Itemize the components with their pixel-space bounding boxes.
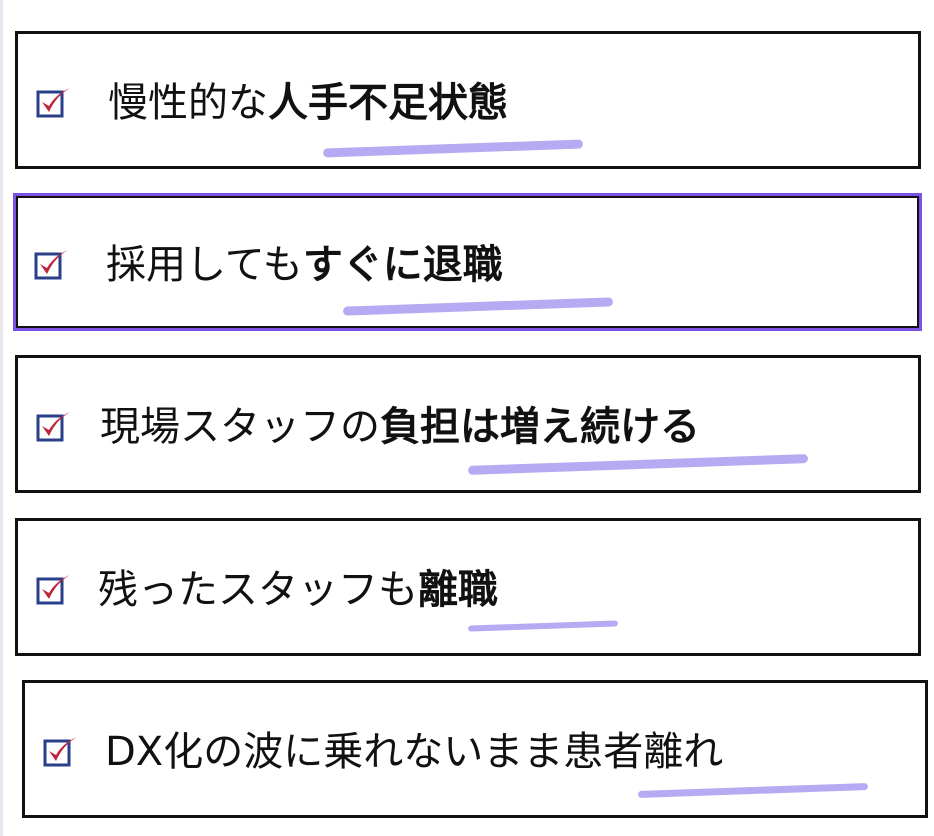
item-text: 慢性的な人手不足状態 bbox=[108, 80, 508, 126]
checklist-item-5[interactable]: DX化の波に乗れないまま患者離れ bbox=[22, 680, 928, 818]
highlight-underline bbox=[322, 139, 584, 158]
checklist-item-2[interactable]: 採用してもすぐに退職 bbox=[13, 193, 922, 331]
highlight-underline bbox=[467, 454, 809, 475]
checkbox-checked-icon bbox=[34, 250, 68, 280]
highlight-underline bbox=[637, 782, 869, 799]
checkbox-checked-icon bbox=[43, 737, 77, 767]
checklist-item-4[interactable]: 残ったスタッフも離職 bbox=[15, 518, 921, 656]
item-text: 採用してもすぐに退職 bbox=[106, 242, 503, 288]
checkbox-checked-icon bbox=[36, 88, 70, 118]
item-text: DX化の波に乗れないまま患者離れ bbox=[105, 729, 724, 775]
left-edge bbox=[0, 0, 3, 836]
highlight-underline bbox=[342, 297, 614, 316]
checklist-item-3[interactable]: 現場スタッフの負担は増え続ける bbox=[15, 355, 921, 493]
highlight-underline bbox=[467, 620, 619, 632]
item-text: 現場スタッフの負担は増え続ける bbox=[100, 404, 700, 450]
checkbox-checked-icon bbox=[36, 412, 70, 442]
checkbox-checked-icon bbox=[36, 575, 70, 605]
item-text: 残ったスタッフも離職 bbox=[98, 567, 498, 613]
checklist-item-1[interactable]: 慢性的な人手不足状態 bbox=[15, 31, 921, 169]
